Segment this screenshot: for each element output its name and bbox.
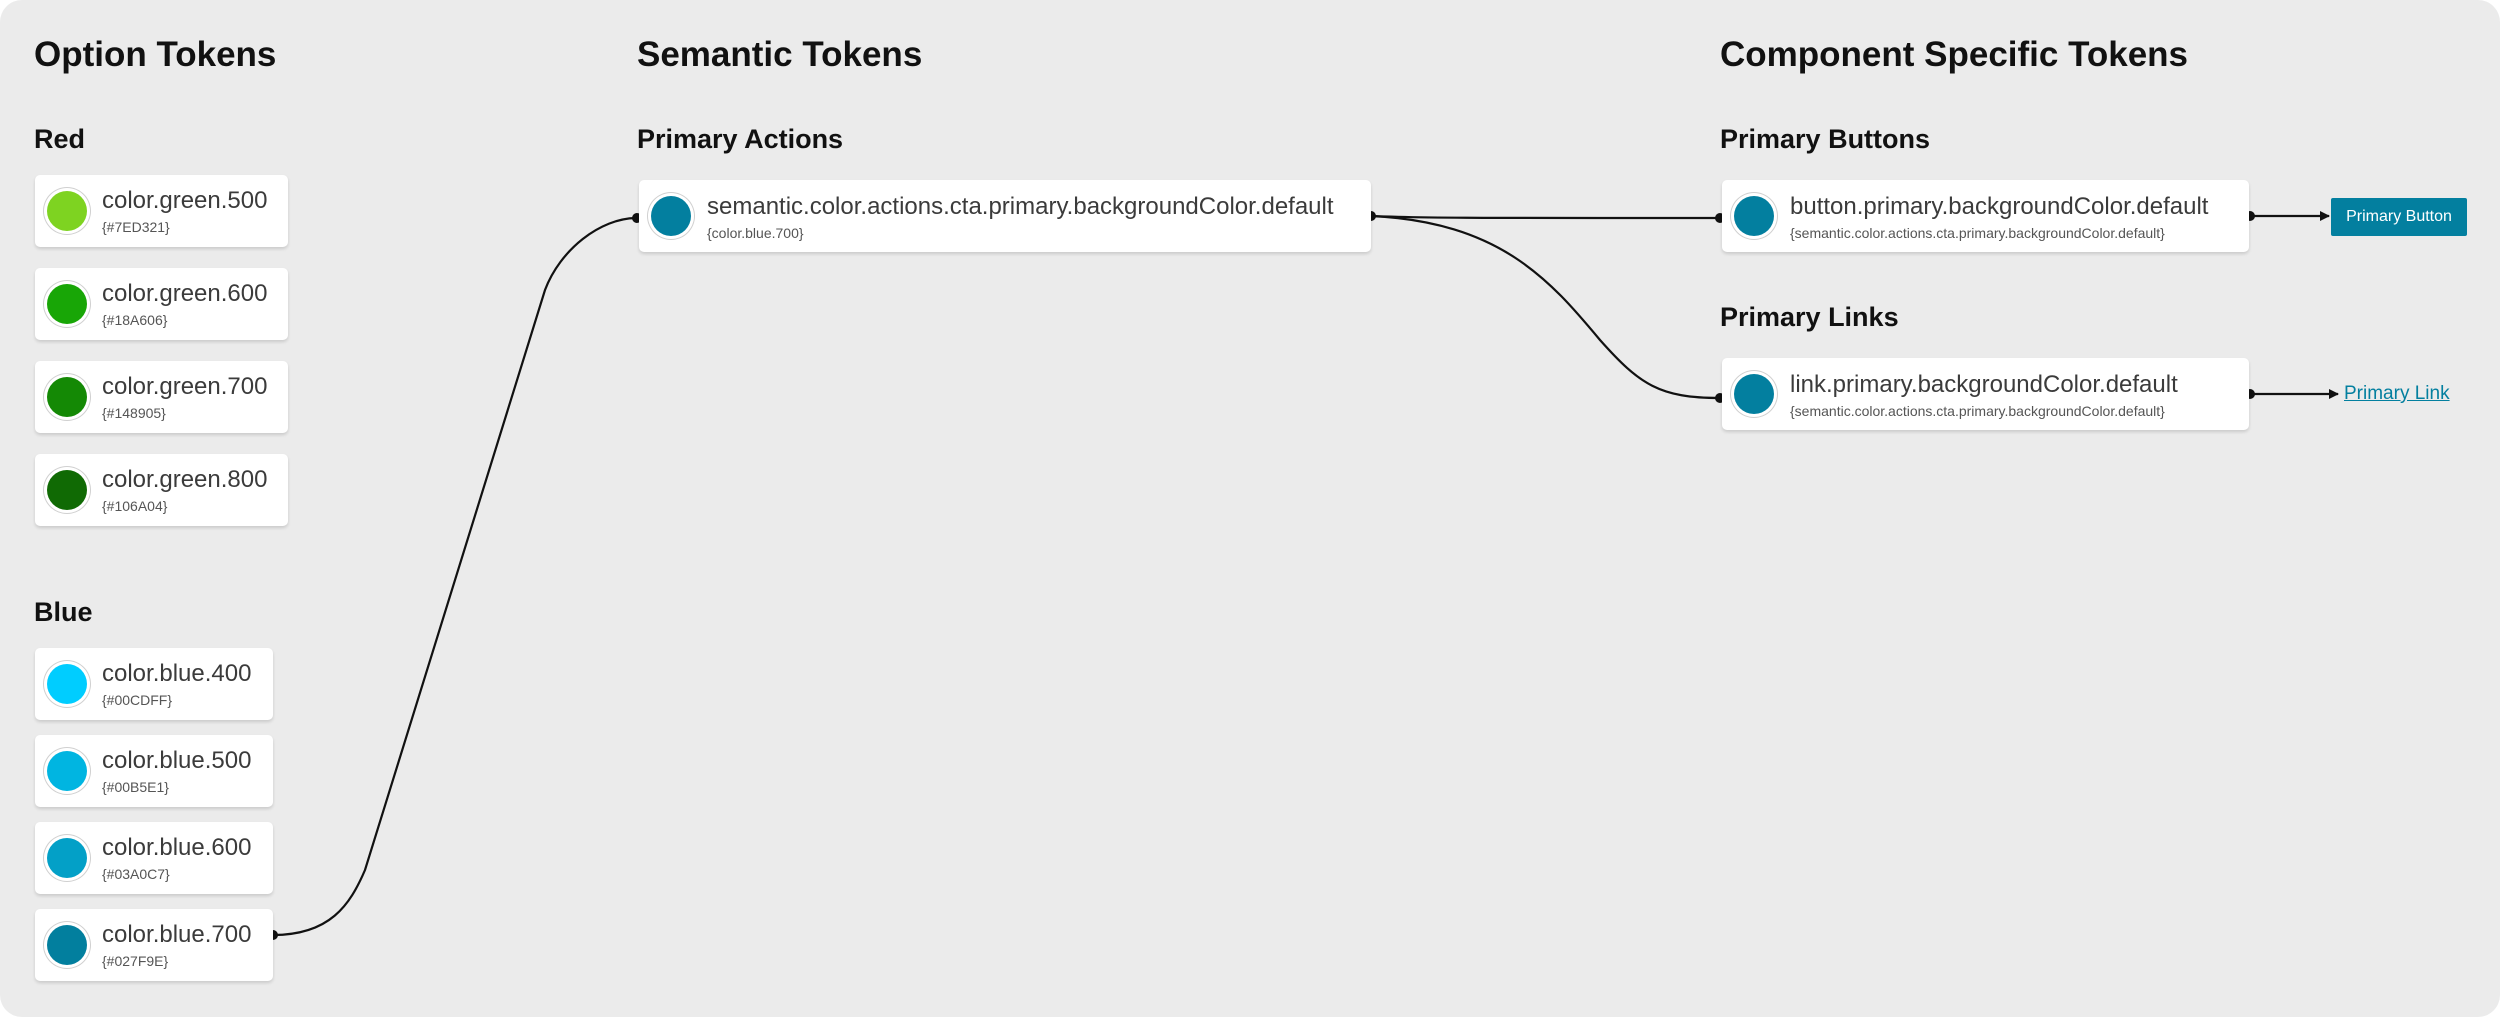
token-card-color-blue-600[interactable]: color.blue.600 {#03A0C7}: [35, 822, 273, 894]
option-group-title: Red: [34, 124, 86, 154]
token-card-button-primary[interactable]: button.primary.backgroundColor.default {…: [1722, 180, 2249, 252]
token-card-color-blue-400[interactable]: color.blue.400 {#00CDFF}: [35, 648, 273, 720]
connector-semantic-to-link: [1370, 214, 1721, 400]
token-reference: {#00CDFF}: [102, 692, 173, 708]
token-name: link.primary.backgroundColor.default: [1790, 371, 2178, 398]
option-tokens-heading: Option Tokens: [34, 35, 277, 74]
token-name: semantic.color.actions.cta.primary.backg…: [707, 193, 1334, 220]
token-reference: {color.blue.700}: [707, 225, 804, 241]
color-swatch: [47, 838, 87, 878]
component-group-title: Primary Links: [1720, 302, 1899, 332]
token-card-color-green-500[interactable]: color.green.500 {#7ED321}: [35, 175, 288, 247]
token-reference: {#03A0C7}: [102, 866, 170, 882]
color-swatch: [1734, 374, 1774, 414]
token-reference: {#7ED321}: [102, 219, 170, 235]
color-swatch: [47, 470, 87, 510]
component-group-title: Primary Buttons: [1720, 124, 1931, 154]
color-swatch: [47, 664, 87, 704]
color-swatch: [47, 751, 87, 791]
connector-blue700-to-semantic: [272, 216, 638, 937]
token-name: color.green.600: [102, 280, 268, 307]
option-group-title: Blue: [34, 597, 93, 627]
color-swatch: [47, 925, 87, 965]
color-swatch: [47, 191, 87, 231]
token-reference: {#148905}: [102, 405, 166, 421]
token-name: button.primary.backgroundColor.default: [1790, 193, 2209, 220]
token-name: color.blue.500: [102, 747, 252, 774]
token-name: color.blue.700: [102, 921, 252, 948]
token-reference: {semantic.color.actions.cta.primary.back…: [1790, 225, 2165, 241]
token-card-color-blue-700[interactable]: color.blue.700 {#027F9E}: [35, 909, 273, 981]
token-reference: {#027F9E}: [102, 953, 169, 969]
semantic-tokens-heading: Semantic Tokens: [637, 35, 923, 74]
semantic-group-title: Primary Actions: [637, 124, 844, 154]
token-reference: {#18A606}: [102, 312, 168, 328]
token-card-semantic-cta-primary[interactable]: semantic.color.actions.cta.primary.backg…: [639, 180, 1371, 252]
component-tokens-heading: Component Specific Tokens: [1720, 35, 2189, 74]
color-swatch: [1734, 196, 1774, 236]
color-swatch: [47, 377, 87, 417]
primary-button-preview[interactable]: Primary Button: [2331, 198, 2467, 236]
token-reference: {#00B5E1}: [102, 779, 169, 795]
token-card-color-green-800[interactable]: color.green.800 {#106A04}: [35, 454, 288, 526]
token-card-color-green-600[interactable]: color.green.600 {#18A606}: [35, 268, 288, 340]
connector-semantic-to-button: [1370, 214, 1721, 220]
token-name: color.blue.400: [102, 660, 252, 687]
token-reference: {semantic.color.actions.cta.primary.back…: [1790, 403, 2165, 419]
token-name: color.green.500: [102, 187, 268, 214]
token-card-color-blue-500[interactable]: color.blue.500 {#00B5E1}: [35, 735, 273, 807]
primary-link-preview[interactable]: Primary Link: [2344, 383, 2450, 404]
token-card-link-primary[interactable]: link.primary.backgroundColor.default {se…: [1722, 358, 2249, 430]
color-swatch: [47, 284, 87, 324]
token-name: color.blue.600: [102, 834, 252, 861]
color-swatch: [651, 196, 691, 236]
token-reference: {#106A04}: [102, 498, 168, 514]
token-name: color.green.800: [102, 466, 268, 493]
token-name: color.green.700: [102, 373, 268, 400]
token-card-color-green-700[interactable]: color.green.700 {#148905}: [35, 361, 288, 433]
